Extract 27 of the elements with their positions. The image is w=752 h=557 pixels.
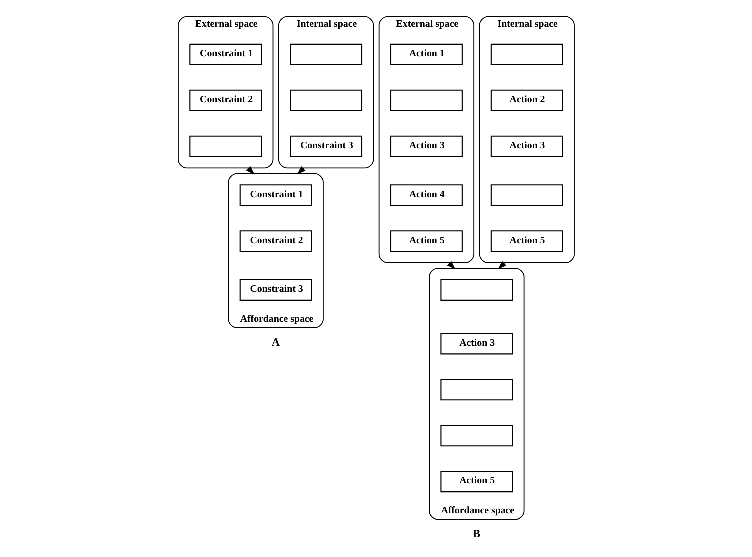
label: A — [271, 336, 280, 349]
node-box: Action 1 — [390, 44, 462, 66]
node-box — [440, 425, 513, 447]
node-box — [189, 136, 262, 158]
node-box — [290, 90, 362, 112]
node-box: Action 5 — [490, 230, 563, 252]
node-box: Action 3 — [390, 136, 462, 158]
arrow — [498, 261, 506, 270]
node-box — [440, 379, 513, 401]
node-box — [290, 44, 362, 66]
node-box: Action 5 — [390, 230, 462, 252]
node-box: Action 5 — [440, 471, 513, 493]
node-box: Constraint 1 — [189, 44, 262, 66]
node-box: Constraint 2 — [239, 230, 312, 252]
node-box: Constraint 1 — [239, 184, 312, 206]
label: B — [472, 528, 480, 541]
node-box — [490, 44, 563, 66]
node-box — [490, 184, 563, 206]
node-box: Constraint 2 — [189, 90, 262, 112]
node-box — [390, 90, 462, 112]
node-box: Action 2 — [490, 90, 563, 112]
node-box — [440, 279, 513, 301]
node-box: Action 3 — [440, 333, 513, 355]
node-box: Constraint 3 — [239, 279, 312, 301]
node-box: Constraint 3 — [290, 136, 362, 158]
node-box: Action 4 — [390, 184, 462, 206]
node-box: Action 3 — [490, 136, 563, 158]
